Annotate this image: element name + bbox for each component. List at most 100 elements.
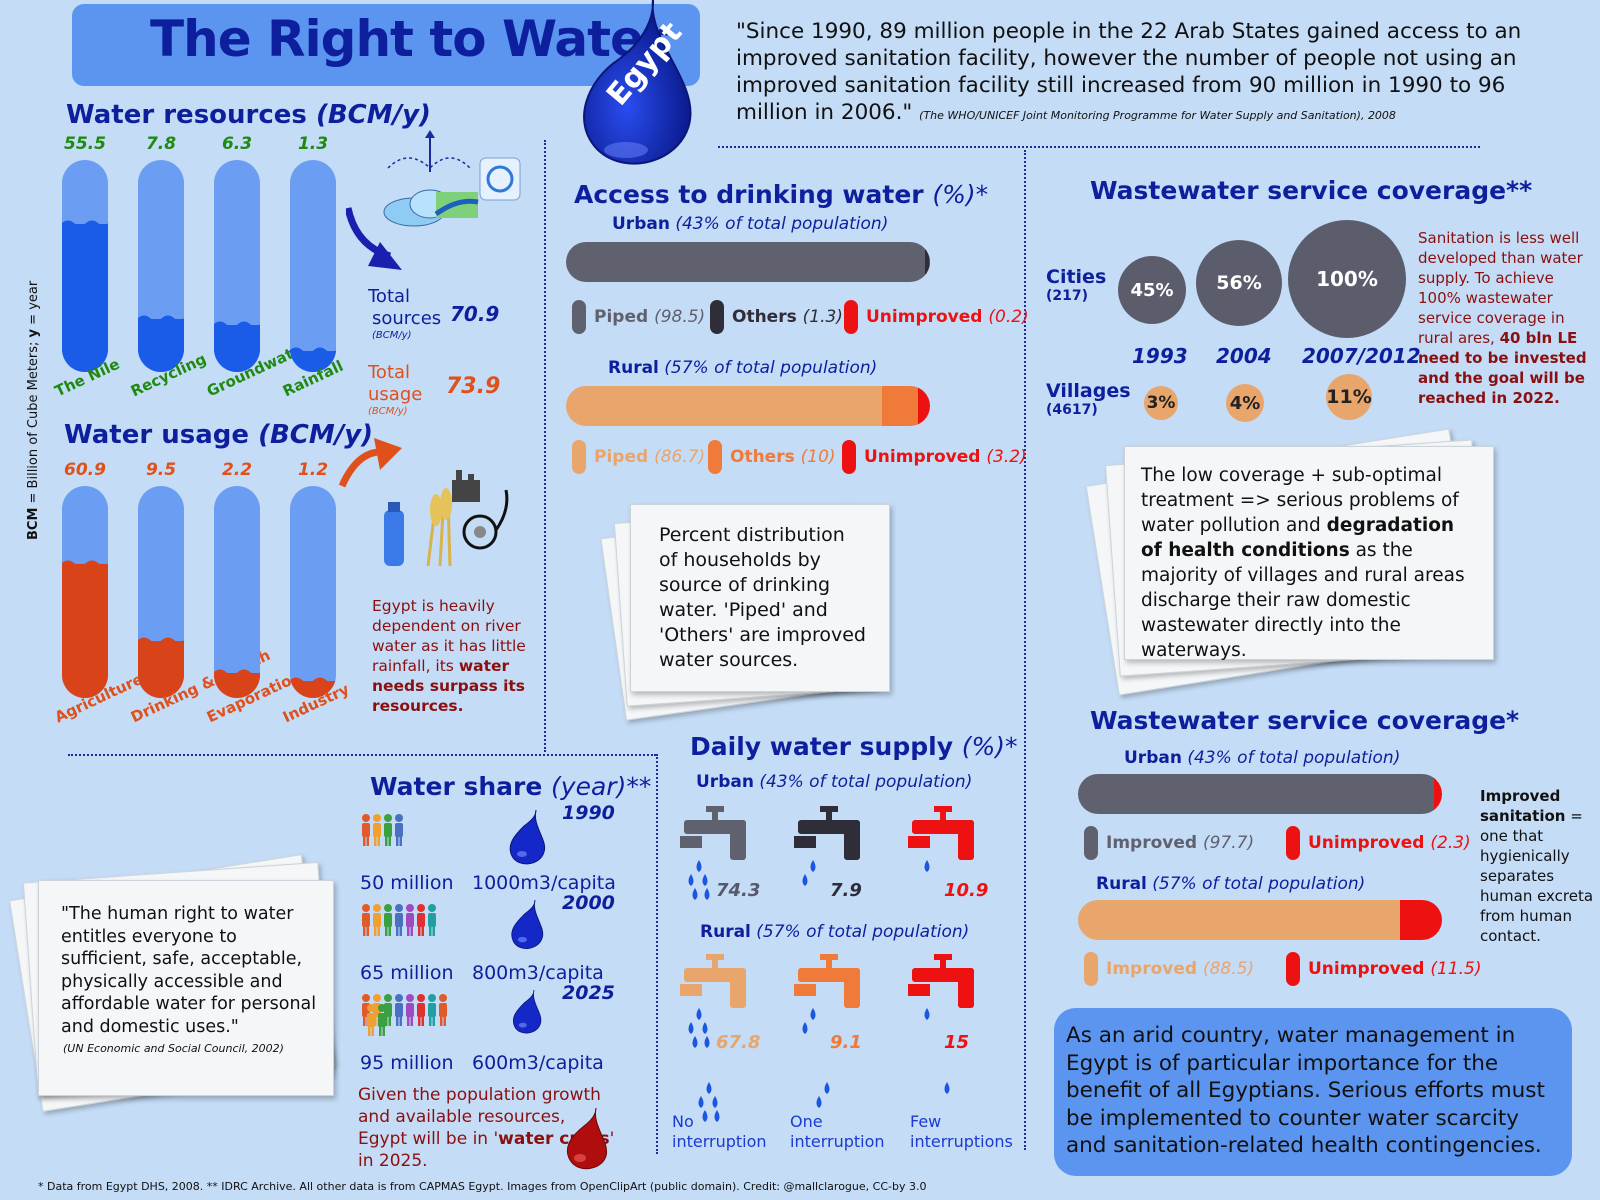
drops-icon	[688, 860, 710, 900]
daily-legend-item: One interruption	[790, 1112, 885, 1152]
daily-urban-title: Urban (43% of total population)	[696, 772, 972, 792]
crisis-drop-icon	[566, 1108, 608, 1170]
ww1-note-text: Sanitation is less well developed than w…	[1418, 229, 1583, 347]
egypt-drop-icon	[583, 0, 692, 165]
legend-label: Unimproved	[866, 307, 983, 327]
resources-tube	[62, 160, 108, 372]
ww-note-bold: degradation of health conditions	[1141, 515, 1455, 561]
legend-value: (98.5)	[654, 307, 706, 327]
share-year: 1990	[562, 802, 615, 824]
resources-heading-text: Water resources	[66, 100, 307, 130]
drops-legend-icon	[944, 1082, 950, 1094]
water-drop-icon	[509, 810, 546, 865]
total-sources-l2: sources	[372, 308, 442, 329]
access-heading-text: Access to drinking water	[574, 180, 924, 209]
usage-value: 9.5	[145, 460, 177, 480]
daily-rural-sub: (57% of total population)	[756, 922, 970, 942]
down-arrow-icon	[346, 207, 402, 270]
access-urban-segment	[566, 242, 927, 282]
access-heading: Access to drinking water (%)*	[574, 180, 988, 209]
title-banner	[72, 4, 700, 86]
intro-quote-source: (The WHO/UNICEF Joint Monitoring Program…	[919, 109, 1396, 122]
legend-swatch	[572, 300, 586, 334]
divider	[718, 146, 1480, 148]
daily-legend-l2: interruptions	[910, 1132, 1013, 1151]
daily-legend-l2: interruption	[790, 1132, 885, 1151]
access-rural-legend-item: Unimproved (3.2)	[842, 440, 1027, 474]
ww2-urban-legend-item: Improved (97.7)	[1084, 826, 1254, 860]
legend-swatch	[708, 440, 722, 474]
drops-icon	[802, 1008, 816, 1034]
daily-rural-value: 9.1	[830, 1032, 862, 1053]
ww2-rural-legend-item: Unimproved (11.5)	[1286, 952, 1482, 986]
people-icon	[362, 904, 436, 936]
legend-swatch	[710, 300, 724, 334]
tap-icon	[908, 806, 978, 864]
legend-value: (1.3)	[802, 307, 843, 327]
daily-rural-title: Rural (57% of total population)	[700, 922, 969, 942]
total-usage-unit: (BCM/y)	[368, 406, 408, 417]
drops-icon	[924, 1008, 930, 1020]
access-rural-segment	[566, 386, 884, 426]
legend-label: Unimproved	[1308, 833, 1425, 853]
cities-circle-1993: 45%	[1118, 256, 1186, 324]
access-note-card: Percent distribution of households by so…	[630, 504, 890, 692]
usage-value: 60.9	[64, 460, 106, 480]
legend-swatch	[1084, 826, 1098, 860]
sanitation-definition: Improved sanitation = one that hygienica…	[1480, 786, 1598, 946]
legend-value: (10)	[800, 447, 836, 467]
share-note-text: Given the population growth and availabl…	[358, 1085, 601, 1149]
share-note-end: ' in 2025.	[358, 1129, 615, 1171]
legend-value: (11.5)	[1430, 959, 1482, 979]
usage-note-text: Egypt is heavily dependent on river wate…	[372, 597, 526, 675]
legend-value: (3.2)	[986, 447, 1027, 467]
divider	[656, 754, 658, 1154]
total-usage-l2: usage	[368, 384, 423, 405]
daily-rural-label: Rural	[700, 922, 751, 942]
resources-tube	[214, 160, 260, 372]
sanitation-def-bold: Improved sanitation	[1480, 787, 1566, 825]
daily-legend-item: Few interruptions	[910, 1112, 1013, 1152]
usage-heading: Water usage (BCM/y)	[64, 420, 373, 450]
side-note-bcm: BCM	[26, 507, 41, 540]
tap-icon	[908, 954, 978, 1012]
share-heading: Water share (year)**	[370, 772, 651, 801]
daily-legend-l1: One	[790, 1112, 823, 1131]
legend-value: (2.3)	[1430, 833, 1471, 853]
ww-note-p2: as the majority of villages and rural ar…	[1141, 540, 1465, 661]
legend-label: Improved	[1106, 833, 1198, 853]
total-usage-l1: Total	[368, 362, 411, 383]
water-drop-icon	[512, 990, 542, 1034]
ww2-urban-label: Urban	[1124, 748, 1182, 768]
usage-note: Egypt is heavily dependent on river wate…	[372, 596, 532, 716]
cities-label: Cities (217)	[1046, 266, 1106, 304]
conclusion-box: As an arid country, water management in …	[1054, 1008, 1572, 1176]
legend-value: (0.2)	[988, 307, 1029, 327]
ww2-rural-title: Rural (57% of total population)	[1096, 874, 1365, 894]
resources-tube	[138, 160, 184, 372]
total-sources-label: Total sources (BCM/y)	[368, 286, 441, 342]
ww1-heading: Wastewater service coverage**	[1090, 176, 1533, 205]
legend-swatch	[1286, 952, 1300, 986]
share-heading-text: Water share	[370, 772, 543, 801]
total-sources-unit: (BCM/y)	[372, 330, 412, 341]
legend-label: Piped	[594, 447, 649, 467]
access-rural-segment	[917, 386, 930, 426]
ww2-rural-legend-item: Improved (88.5)	[1084, 952, 1254, 986]
daily-legend-item: No interruption	[672, 1112, 767, 1152]
water-cycle-icon	[383, 130, 521, 227]
usage-value: 2.2	[221, 460, 253, 480]
resources-value: 1.3	[297, 134, 329, 154]
villages-circle-2007: 11%	[1326, 374, 1372, 420]
access-urban-segment	[929, 242, 930, 282]
share-water: 1000m3/capita	[472, 872, 616, 894]
drops-legend-icon	[816, 1082, 830, 1108]
resources-value: 7.8	[145, 134, 177, 154]
drops-icon	[924, 860, 930, 872]
total-sources-value: 70.9	[450, 302, 500, 326]
usage-unit: (BCM/y)	[258, 420, 374, 450]
access-rural-title: Rural (57% of total population)	[608, 358, 877, 378]
villages-label-text: Villages	[1046, 380, 1131, 402]
legend-value: (97.7)	[1202, 833, 1255, 853]
ww2-rural-label: Rural	[1096, 874, 1147, 894]
